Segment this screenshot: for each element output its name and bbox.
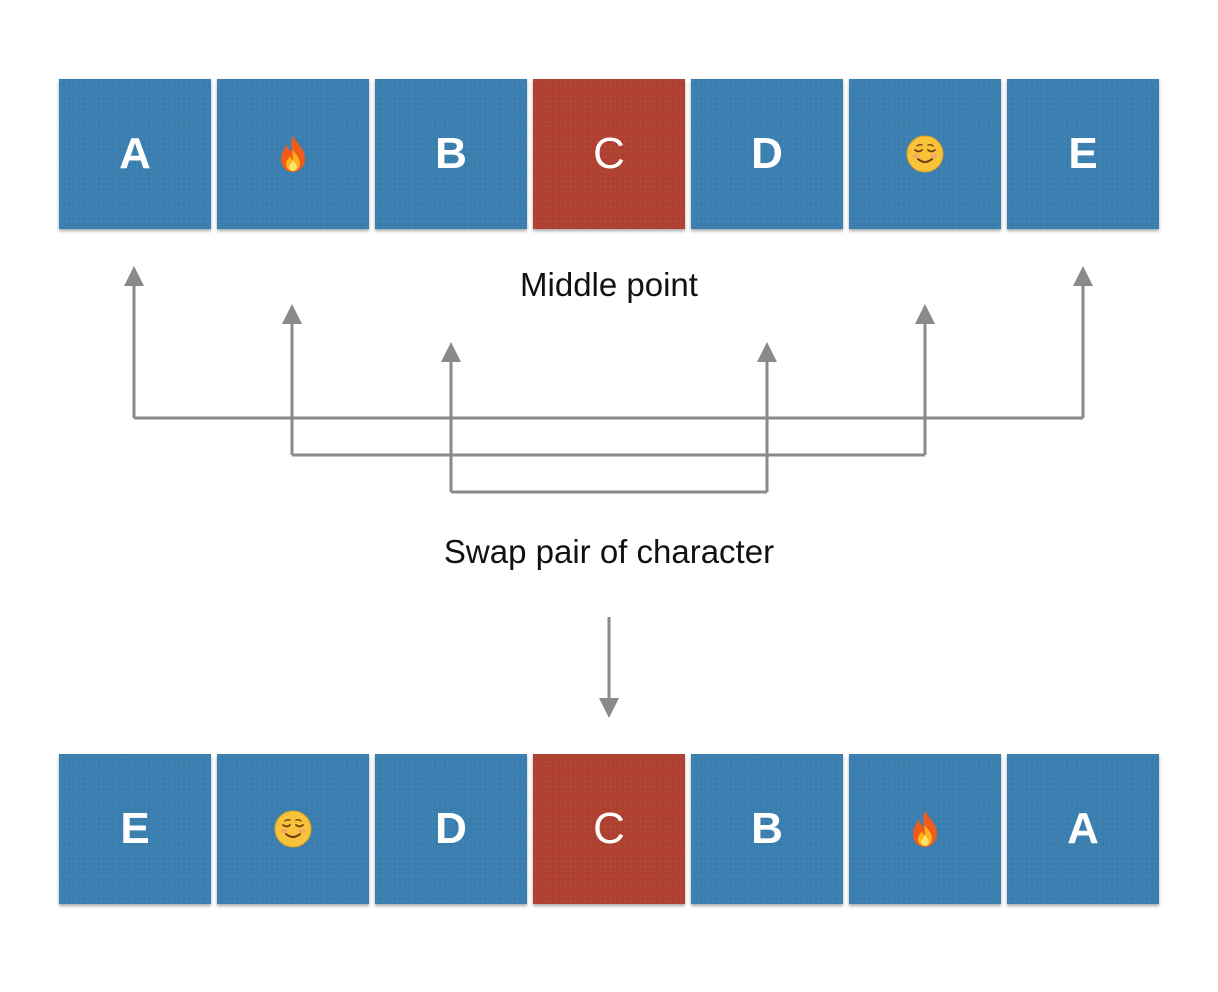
top-cell-4-label: D (751, 129, 783, 178)
top-cell-5 (849, 79, 1001, 229)
arrowhead-down-icon (599, 698, 619, 718)
arrowhead-icon (124, 266, 144, 286)
bottom-cell-6: A (1007, 754, 1159, 904)
smiling-face-icon (274, 810, 312, 848)
swap-connector-inner (282, 304, 935, 457)
result-down-arrow (599, 617, 619, 718)
top-cell-6: E (1007, 79, 1159, 229)
middle-point-label: Middle point (520, 266, 698, 303)
top-cell-0: A (59, 79, 211, 229)
fire-icon (913, 811, 937, 847)
top-cell-3-middle: C (533, 79, 685, 229)
top-cell-6-label: E (1068, 129, 1098, 178)
top-cell-2-label: B (435, 129, 467, 178)
bottom-cell-2: D (375, 754, 527, 904)
arrowhead-icon (441, 342, 461, 362)
fire-icon (905, 809, 945, 849)
bottom-cell-4: B (691, 754, 843, 904)
reversed-string-row: E D C B A (59, 754, 1159, 904)
top-cell-2: B (375, 79, 527, 229)
arrowhead-icon (282, 304, 302, 324)
bottom-cell-6-label: A (1067, 804, 1099, 853)
smiling-face-icon (273, 809, 313, 849)
bottom-cell-4-label: B (751, 804, 783, 853)
bottom-cell-3-label: C (593, 804, 625, 853)
original-string-row: A B C D E (59, 79, 1159, 229)
arrowhead-icon (757, 342, 777, 362)
fire-icon (273, 134, 313, 174)
top-cell-4: D (691, 79, 843, 229)
bottom-cell-0-label: E (120, 804, 150, 853)
bottom-cell-1 (217, 754, 369, 904)
top-cell-3-label: C (593, 129, 625, 178)
smiling-face-icon (906, 135, 944, 173)
bottom-cell-2-label: D (435, 804, 467, 853)
bottom-cell-0: E (59, 754, 211, 904)
arrowhead-icon (915, 304, 935, 324)
fire-icon (281, 136, 305, 172)
arrowhead-icon (1073, 266, 1093, 286)
top-cell-1 (217, 79, 369, 229)
swap-connector-innermost (441, 342, 777, 494)
smiling-face-icon (905, 134, 945, 174)
bottom-cell-3-middle: C (533, 754, 685, 904)
swap-pair-label: Swap pair of character (443, 533, 775, 570)
top-cell-0-label: A (119, 129, 151, 178)
bottom-cell-5 (849, 754, 1001, 904)
